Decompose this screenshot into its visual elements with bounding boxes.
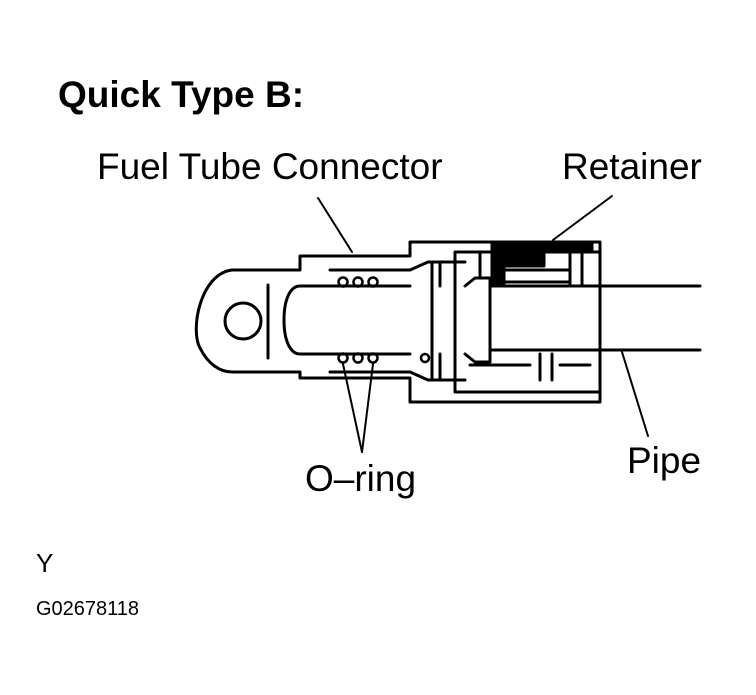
leader-retainer	[552, 195, 613, 241]
label-pipe: Pipe	[627, 440, 702, 481]
label-retainer: Retainer	[562, 146, 702, 187]
connector-body	[194, 240, 602, 404]
footer-code-letter: Y	[36, 548, 54, 578]
retainer	[478, 240, 594, 288]
inner-chamber	[328, 250, 602, 394]
inner-pipe	[282, 284, 412, 356]
o-rings	[337, 276, 431, 364]
pipe-bead	[463, 276, 492, 364]
leader-oring-1	[342, 363, 363, 453]
diagram-title: Quick Type B:	[58, 74, 305, 115]
leader-lines	[317, 195, 649, 453]
label-fuel-tube-connector: Fuel Tube Connector	[97, 146, 443, 187]
label-o-ring: O–ring	[305, 458, 417, 499]
pipe	[593, 284, 702, 352]
lower-chamber	[468, 352, 592, 382]
eye-loop	[223, 283, 270, 360]
leader-pipe	[621, 351, 649, 437]
leader-oring-2	[361, 363, 374, 453]
leader-connector	[317, 197, 353, 253]
footer-figure-id: G02678118	[36, 598, 140, 620]
